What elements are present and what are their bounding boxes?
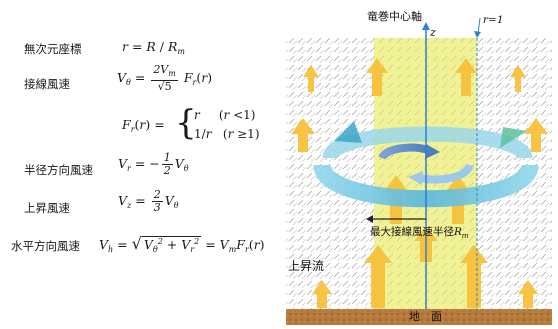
eq-fr-case2: 1/r (r ≥1) <box>194 127 260 141</box>
inner-swirl-arrowhead-lower <box>408 171 423 185</box>
inner-swirl-arrowhead <box>425 144 440 159</box>
eq-fr-lhs: Fr(r) = <box>122 117 165 134</box>
label-dimensionless-coord: 無次元座標 <box>24 42 82 56</box>
r1-label: r=1 <box>483 14 504 26</box>
eq-horizontal-wind: Vh = √Vθ2 + Vr2 = VmFr(r) <box>99 234 265 254</box>
swirl-arrowhead-left <box>334 121 362 143</box>
updraft-arrow <box>510 65 526 92</box>
inner-swirl <box>378 143 474 185</box>
formula-panel: 無次元座標 r = R / Rm 接線風速 Vθ = 2Vm√5 Fr(r) F… <box>11 39 265 254</box>
updraft-arrow <box>312 280 332 308</box>
label-updraft-speed: 上昇風速 <box>24 201 70 215</box>
inner-swirl-lower <box>419 163 474 184</box>
label-horizontal-wind: 水平方向風速 <box>11 239 80 253</box>
updraft-arrow <box>524 118 548 152</box>
ground <box>286 309 552 325</box>
eq-fr-brace: { <box>175 103 197 143</box>
updraft-arrow <box>366 58 388 96</box>
r1-pointer <box>477 17 481 35</box>
label-radial-wind: 半径方向風速 <box>24 163 93 177</box>
axis-arrowhead <box>422 22 430 30</box>
axis-title: 竜巻中心軸 <box>367 9 422 23</box>
label-tangential-wind: 接線風速 <box>24 77 70 91</box>
updraft-arrow <box>518 280 538 308</box>
updraft-arrow <box>455 58 477 96</box>
updraft-arrow <box>303 65 319 92</box>
swirl-back <box>322 126 533 161</box>
updraft-arrow <box>291 118 315 152</box>
updraft-label: 上昇流 <box>288 259 324 273</box>
r1-pointer-head <box>474 31 481 38</box>
eq-tangential-wind: Vθ = 2Vm√5 Fr(r) <box>117 63 213 93</box>
ground-label: 地 面 <box>409 310 442 323</box>
axis-variable: z <box>429 26 436 39</box>
updraft-arrow <box>364 245 392 308</box>
max-radius-arrowhead <box>366 215 373 223</box>
inner-swirl-upper <box>378 143 430 161</box>
max-radius-label: 最大接線風速半径Rm <box>370 225 469 240</box>
eq-fr-case1: r (r <1) <box>194 108 256 122</box>
updraft-arrow <box>460 245 488 308</box>
swirl-arrowhead-right <box>500 127 527 148</box>
eq-dimensionless-coord: r = R / Rm <box>122 39 185 56</box>
